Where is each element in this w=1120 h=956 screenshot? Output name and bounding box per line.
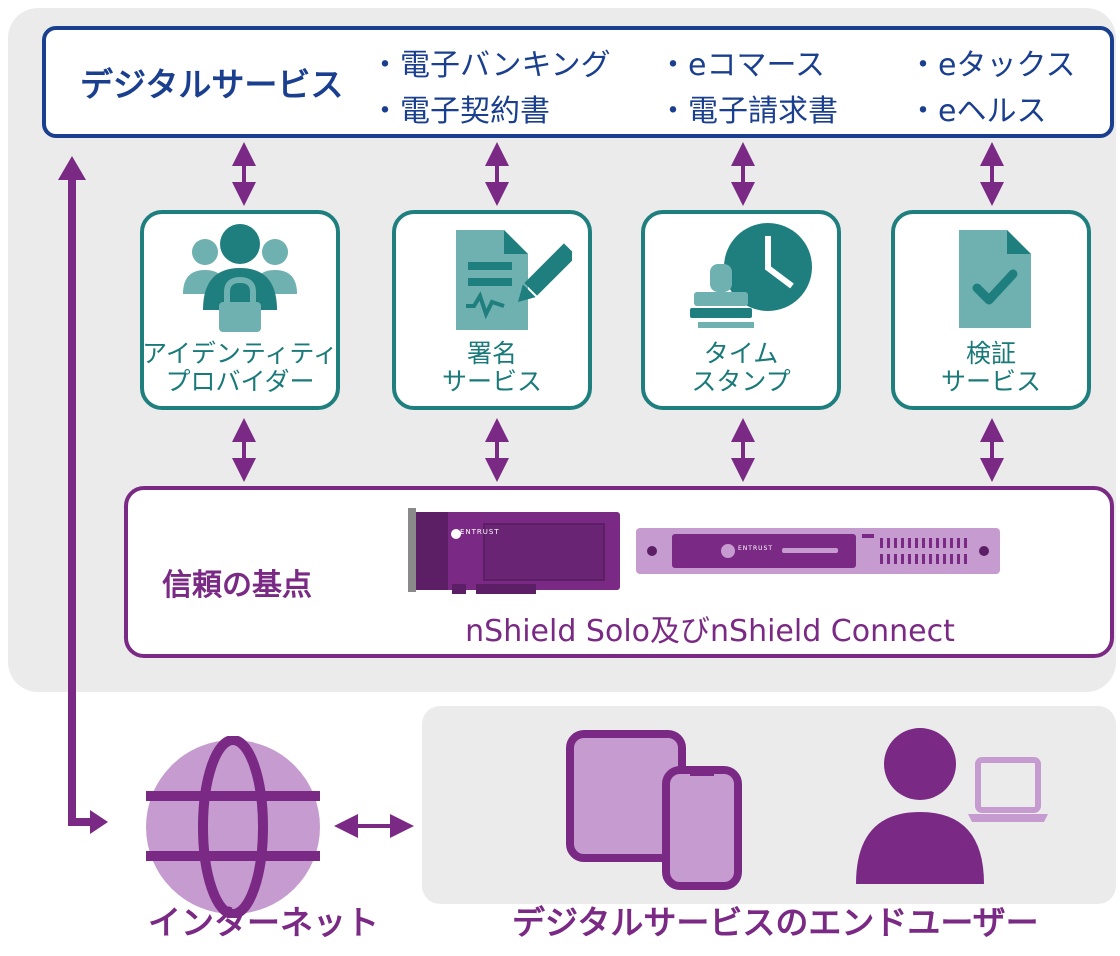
identity-provider-label-1: アイデンティティ: [142, 339, 338, 368]
arrow-head-up: [58, 156, 86, 180]
timestamp-label-2: スタンプ: [691, 367, 791, 396]
connect-appliance-brand: ENTRUST: [738, 545, 773, 552]
timestamp-icon: [690, 223, 812, 328]
digital-services-box: [42, 26, 1114, 138]
end-user-icon: [856, 728, 1048, 884]
nshield-solo-card-image: [408, 508, 620, 594]
signing-service-icon: [456, 230, 572, 330]
timestamp-label-1: タイム: [703, 339, 779, 368]
service-item-e-invoice: ・電子請求書: [658, 94, 838, 129]
identity-provider-label-2: プロバイダー: [165, 367, 315, 396]
root-of-trust-title: 信頼の基点: [162, 568, 312, 603]
tablet-phone-icon: [566, 730, 742, 890]
signing-service-label-2: サービス: [441, 367, 542, 396]
service-item-e-commerce: ・eコマース: [658, 48, 825, 83]
service-item-e-banking: ・電子バンキング: [370, 48, 611, 83]
digital-services-title: デジタルサービス: [80, 65, 344, 104]
service-item-e-health: ・eヘルス: [908, 94, 1047, 129]
signing-service-label-1: 署名: [466, 339, 517, 368]
end-users-label: デジタルサービスのエンドユーザー: [512, 903, 1039, 942]
internet-globe-icon: [146, 736, 320, 918]
verification-label-1: 検証: [965, 339, 1016, 368]
arrow-head-right: [90, 810, 108, 834]
verification-label-2: サービス: [940, 367, 1041, 396]
solo-card-brand: ENTRUST: [460, 528, 500, 536]
service-item-e-tax: ・eタックス: [908, 48, 1076, 83]
root-of-trust-subtitle: nShield Solo及びnShield Connect: [465, 614, 955, 649]
service-item-e-contract: ・電子契約書: [370, 94, 550, 129]
identity-provider-icon: [183, 224, 297, 332]
nshield-connect-appliance-image: [636, 528, 1000, 574]
end-user-panel: [422, 706, 1116, 904]
internet-label: インターネット: [148, 903, 379, 942]
verification-icon: [959, 230, 1031, 328]
arrow-internet-ds-path: [68, 178, 92, 826]
